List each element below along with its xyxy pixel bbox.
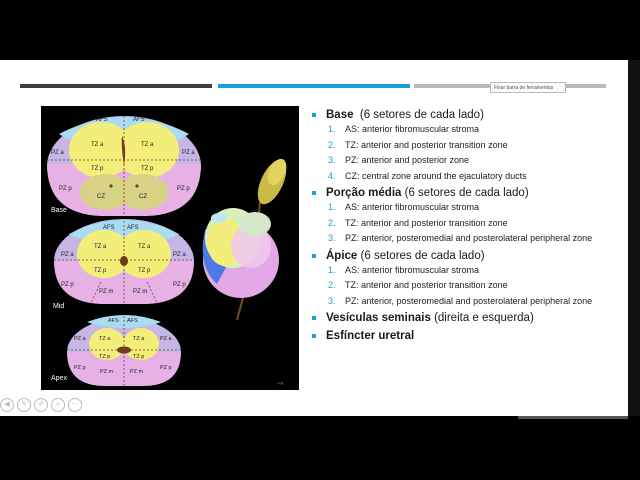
bullet-square-icon bbox=[312, 113, 316, 117]
apex-afs-left: AFS bbox=[108, 318, 119, 324]
base-afs-left: AFS bbox=[96, 117, 108, 123]
bullet-square-icon bbox=[312, 191, 316, 195]
mid-pzp-left: PZ p bbox=[61, 282, 74, 288]
bullet-square-icon bbox=[312, 253, 316, 258]
sub-list: 1.AS: anterior fibromuscular stroma 2.TZ… bbox=[326, 265, 626, 307]
base-pzp-left: PZ p bbox=[59, 186, 72, 192]
highlighter-icon[interactable]: ✐ bbox=[34, 398, 48, 412]
apex-afs-right: AFS bbox=[127, 318, 138, 324]
mid-pzm-right: PZ m bbox=[133, 289, 147, 295]
list-item: 1.AS: anterior fibromuscular stroma bbox=[328, 202, 480, 212]
section-base: Base (6 setores de cada lado) 1.AS: ante… bbox=[308, 108, 626, 181]
list-item: 2.TZ: anterior and posterior transition … bbox=[328, 139, 508, 150]
mid-pzm-left: PZ m bbox=[99, 289, 113, 295]
arrow-icon[interactable]: ◀ bbox=[0, 398, 14, 412]
mid-tzp-left: TZ p bbox=[94, 268, 107, 274]
list-item: 3.PZ: anterior and posterior zone bbox=[328, 155, 470, 165]
section-urethral-sphincter: Esfíncter uretral bbox=[308, 329, 626, 344]
bullet-square-icon bbox=[312, 334, 316, 338]
base-tza-left: TZ a bbox=[91, 142, 104, 148]
base-tza-right: TZ a bbox=[141, 142, 154, 148]
prostate-sector-figure: AFS AFS TZ a TZ a TZ p TZ p PZ a PZ a PZ… bbox=[41, 106, 299, 390]
mid-label: Mid bbox=[53, 303, 64, 310]
base-cz-left: CZ bbox=[97, 194, 105, 200]
mid-pzp-right: PZ p bbox=[173, 282, 186, 288]
list-item: 4.CZ: central zone around the ejaculator… bbox=[328, 170, 527, 181]
apex-pzp-right: PZ p bbox=[160, 365, 172, 371]
section-suffix: (6 setores de cada lado) bbox=[404, 187, 529, 199]
sub-list: 1.AS: anterior fibromuscular stroma 2.TZ… bbox=[326, 124, 626, 181]
apex-tzp-right: TZ p bbox=[133, 354, 144, 360]
figure-watermark-icon: ◦∞ bbox=[277, 381, 283, 387]
apex-pzp-left: PZ p bbox=[74, 365, 86, 371]
section-mid: Porção média (6 setores de cada lado) 1.… bbox=[308, 186, 626, 244]
apex-pza-left: PZ a bbox=[74, 336, 87, 342]
apex-tzp-left: TZ p bbox=[99, 354, 110, 360]
mid-tza-left: TZ a bbox=[94, 244, 107, 250]
apex-tza-right: TZ a bbox=[133, 336, 145, 342]
list-item: 3.PZ: anterior, posteromedial and poster… bbox=[328, 233, 593, 243]
window-edge bbox=[628, 60, 640, 416]
base-label: Base bbox=[51, 207, 67, 214]
prostate-3d-illustration bbox=[202, 158, 287, 321]
section-title: Porção média bbox=[326, 187, 402, 199]
slide-content: Base (6 setores de cada lado) 1.AS: ante… bbox=[308, 108, 626, 347]
apex-pza-right: PZ a bbox=[160, 336, 173, 342]
mid-afs-left: AFS bbox=[103, 225, 115, 231]
list-item: 1.AS: anterior fibromuscular stroma bbox=[328, 264, 480, 275]
base-cz-right: CZ bbox=[139, 194, 147, 200]
header-bar-blue bbox=[218, 84, 410, 88]
mid-tza-right: TZ a bbox=[138, 244, 151, 250]
section-suffix: (direita e esquerda) bbox=[434, 312, 534, 324]
list-item: 3.PZ: anterior, posteromedial and poster… bbox=[328, 295, 593, 306]
scrollbar[interactable] bbox=[518, 416, 628, 419]
section-title: Base bbox=[326, 109, 354, 121]
apex-pzm-right: PZ m bbox=[130, 369, 144, 375]
section-apex: Ápice (6 setores de cada lado) 1.AS: ant… bbox=[308, 249, 626, 307]
section-title: Ápice bbox=[326, 249, 358, 262]
apex-tza-left: TZ a bbox=[99, 336, 111, 342]
zoom-icon[interactable]: ⌕ bbox=[51, 398, 65, 412]
list-item: 2.TZ: anterior and posterior transition … bbox=[328, 217, 508, 228]
section-title: Vesículas seminais bbox=[326, 312, 431, 324]
mid-tzp-right: TZ p bbox=[138, 268, 151, 274]
pen-icon[interactable]: ✎ bbox=[17, 398, 31, 412]
more-icon[interactable]: ⋯ bbox=[68, 398, 82, 412]
pin-toolbar-tooltip: Fixar barra de ferramentas bbox=[490, 82, 566, 93]
base-pza-right: PZ a bbox=[182, 150, 195, 156]
mid-pza-left: PZ a bbox=[61, 252, 74, 258]
mid-afs-right: AFS bbox=[127, 225, 139, 231]
section-list: Base (6 setores de cada lado) 1.AS: ante… bbox=[308, 108, 626, 344]
section-suffix: (6 setores de cada lado) bbox=[359, 109, 484, 121]
base-section: AFS AFS TZ a TZ a TZ p TZ p PZ a PZ a PZ… bbox=[47, 116, 201, 216]
mid-pza-right: PZ a bbox=[173, 252, 186, 258]
section-title: Esfíncter uretral bbox=[326, 330, 415, 342]
bullet-square-icon bbox=[312, 316, 316, 320]
slideshow-toolbar: ◀ ✎ ✐ ⌕ ⋯ bbox=[0, 398, 82, 412]
section-seminal-vesicles: Vesículas seminais (direita e esquerda) bbox=[308, 311, 626, 326]
apex-label: Apex bbox=[51, 375, 67, 382]
section-suffix: (6 setores de cada lado) bbox=[360, 249, 485, 262]
list-item: 2.TZ: anterior and posterior transition … bbox=[328, 280, 508, 290]
base-tzp-right: TZ p bbox=[141, 166, 154, 172]
mid-section: AFS AFS TZ a TZ a TZ p TZ p PZ a PZ a PZ… bbox=[53, 219, 194, 310]
list-item: 1.AS: anterior fibromuscular stroma bbox=[328, 124, 480, 134]
apex-pzm-left: PZ m bbox=[100, 369, 114, 375]
base-pzp-right: PZ p bbox=[177, 186, 190, 192]
base-tzp-left: TZ p bbox=[91, 166, 104, 172]
apex-section: AFS AFS TZ a TZ a TZ p TZ p PZ a PZ a PZ… bbox=[51, 315, 181, 386]
base-afs-right: AFS bbox=[133, 117, 145, 123]
base-pza-left: PZ a bbox=[51, 150, 64, 156]
header-bar-dark bbox=[20, 84, 212, 88]
sub-list: 1.AS: anterior fibromuscular stroma 2.TZ… bbox=[326, 202, 626, 244]
